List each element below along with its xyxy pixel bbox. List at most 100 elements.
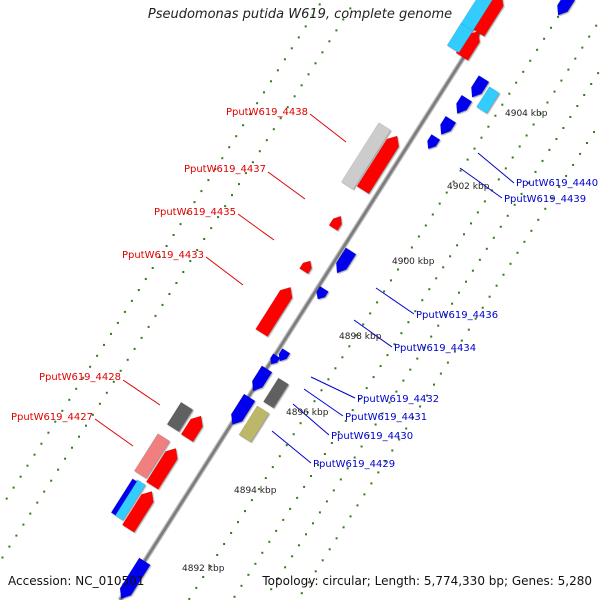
tick-mark	[353, 456, 356, 459]
gene-label-4440[interactable]: PputW619_4440	[516, 178, 598, 189]
gene-feature-4432a[interactable]	[276, 348, 291, 364]
tick-mark	[388, 401, 391, 404]
gene-label-4437[interactable]: PputW619_4437	[184, 164, 266, 175]
gene-feature-4433[interactable]	[255, 283, 297, 337]
tick-mark	[313, 400, 316, 403]
gene-feature-4427[interactable]	[145, 445, 181, 490]
tick-mark	[579, 152, 582, 155]
gene-labels-right: PputW619_4440 PputW619_4439 PputW619_443…	[313, 178, 598, 470]
gene-feature-4440-cyan[interactable]	[476, 86, 500, 114]
tick-mark	[404, 257, 406, 260]
gene-feature-blue-low[interactable]	[110, 478, 138, 516]
gene-label-4430[interactable]: PputW619_4430	[331, 431, 413, 442]
gene-feature-4429[interactable]	[238, 405, 270, 443]
tick-mark	[179, 223, 182, 226]
tick-mark	[96, 354, 99, 357]
tick-mark	[483, 200, 486, 203]
tick-mark	[189, 260, 192, 262]
tick-mark	[307, 581, 310, 584]
tick-mark	[430, 335, 433, 338]
tick-mark	[240, 584, 243, 587]
tick-mark	[110, 332, 112, 335]
gene-feature-4432b[interactable]	[268, 353, 281, 367]
tick-mark	[279, 117, 282, 120]
tick-mark	[523, 240, 526, 243]
gene-feature-4439a[interactable]	[452, 94, 473, 117]
gene-label-4427[interactable]: PputW619_4427	[11, 412, 93, 423]
tick-mark	[217, 216, 220, 219]
gene-label-4438[interactable]: PputW619_4438	[226, 107, 308, 118]
leader-4439	[459, 167, 503, 199]
tick-mark	[465, 280, 467, 283]
gene-feature-4435[interactable]	[299, 258, 315, 275]
tick-mark	[530, 229, 533, 232]
tick-mark	[356, 504, 359, 507]
gene-feature-4439b[interactable]	[436, 115, 457, 138]
gene-feature-4430[interactable]	[227, 393, 256, 428]
tick-mark	[439, 372, 442, 375]
gene-feature-cyan-top2[interactable]	[446, 22, 474, 54]
leader-4434	[353, 319, 393, 348]
tick-mark	[473, 147, 476, 150]
gene-feature-4431[interactable]	[248, 365, 273, 394]
gene-feature-4438-gray[interactable]	[341, 122, 391, 190]
tick-mark	[193, 201, 196, 204]
tick-mark	[251, 161, 254, 164]
tick-mark	[214, 168, 217, 171]
tick-mark	[47, 431, 50, 434]
backbone-line-inner	[118, 0, 502, 600]
gene-feature-4440[interactable]	[467, 75, 490, 100]
gene-feature-blue-bottom[interactable]	[116, 557, 151, 600]
tick-mark	[417, 235, 420, 238]
tick-mark	[19, 475, 22, 478]
tick-mark	[68, 398, 71, 401]
gene-label-4428[interactable]: PputW619_4428	[39, 372, 121, 383]
tick-mark	[518, 145, 521, 148]
tick-mark	[270, 588, 273, 591]
tick-mark	[22, 523, 25, 526]
gene-feature-4437[interactable]	[328, 213, 345, 231]
gene-feature-4436[interactable]	[332, 247, 357, 276]
tick-mark	[576, 105, 579, 107]
tick-mark	[341, 356, 344, 359]
leader-4436	[375, 287, 415, 315]
tick-mark	[393, 343, 396, 346]
tick-mark	[532, 123, 535, 126]
gene-feature-4428b[interactable]	[180, 412, 207, 443]
gene-label-4436[interactable]: PputW619_4436	[416, 310, 498, 321]
gene-label-4431[interactable]: PputW619_4431	[345, 412, 427, 423]
gene-feature-4438[interactable]	[356, 132, 403, 195]
gene-feature-4427-pink[interactable]	[133, 433, 171, 479]
backbone	[117, 0, 503, 600]
tick-mark	[314, 570, 317, 573]
gene-feature-4428[interactable]	[166, 401, 194, 433]
gene-label-4434[interactable]: PputW619_4434	[394, 343, 476, 354]
tick-mark	[367, 434, 370, 437]
tick-mark	[242, 124, 245, 127]
gene-feature-blue-top[interactable]	[553, 0, 576, 19]
gene-label-4433[interactable]: PputW619_4433	[122, 250, 204, 261]
gene-feature-4434[interactable]	[314, 285, 329, 301]
gene-feature-4431-gray[interactable]	[263, 377, 289, 409]
tick-mark	[89, 365, 92, 368]
gene-label-4429[interactable]: PputW619_4429	[313, 459, 395, 470]
tick-mark	[247, 573, 250, 576]
tick-mark	[188, 597, 191, 600]
tick-mark	[151, 267, 154, 269]
tick-mark	[306, 411, 309, 414]
gene-feature-4439c[interactable]	[424, 134, 441, 151]
tick-mark	[265, 139, 268, 142]
tick-mark	[54, 420, 57, 423]
gene-label-4439[interactable]: PputW619_4439	[504, 194, 586, 205]
accession-text: Accession: NC_010501	[8, 574, 145, 588]
tick-mark	[5, 497, 8, 500]
tick-mark	[451, 302, 454, 305]
tick-mark	[376, 301, 379, 304]
tick-mark	[458, 291, 460, 294]
gene-label-4432[interactable]: PputW619_4432	[357, 394, 439, 405]
tick-mark	[344, 420, 347, 422]
tick-mark	[362, 323, 365, 326]
tick-mark	[416, 357, 419, 360]
gene-label-4435[interactable]: PputW619_4435	[154, 207, 236, 218]
gene-feature-red-low[interactable]	[121, 488, 157, 533]
